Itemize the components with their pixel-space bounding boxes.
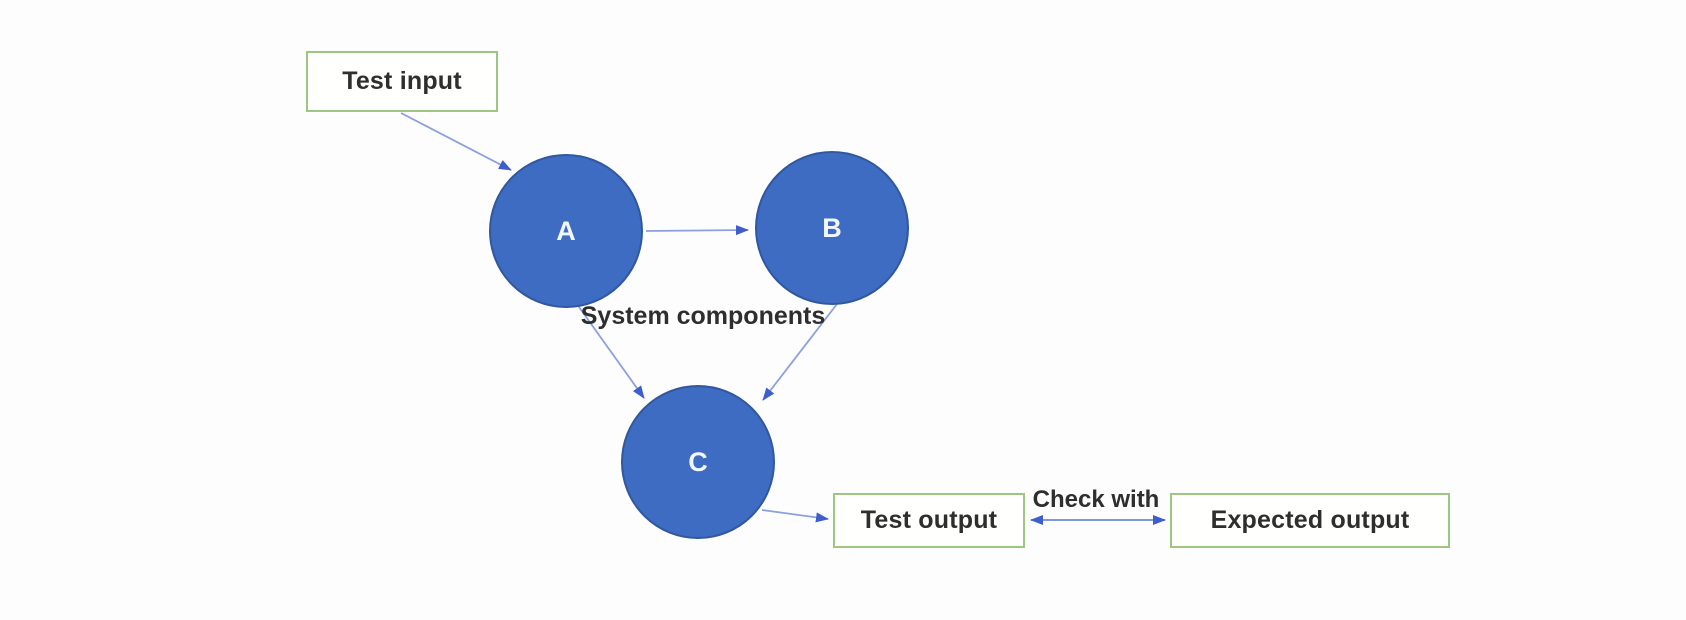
node-test-output-label: Test output [860,506,998,534]
node-expected-output-label: Expected output [1210,506,1410,534]
edge-a-to-b [645,225,749,236]
system-components-label: System components [580,302,826,330]
edge-test-input-to-a [400,112,512,171]
node-expected-output: Expected output [1170,493,1450,548]
node-component-b: B [755,151,909,305]
node-component-b-label: B [822,212,842,243]
node-test-input-label: Test input [342,67,462,95]
node-test-input: Test input [306,51,498,112]
node-component-c-label: C [688,446,708,477]
node-component-c: C [621,385,775,539]
check-with-label: Check with [1032,486,1160,513]
node-component-a-label: A [556,215,576,246]
edge-c-to-test-output [761,509,829,523]
node-component-a: A [489,154,643,308]
node-test-output: Test output [833,493,1025,548]
